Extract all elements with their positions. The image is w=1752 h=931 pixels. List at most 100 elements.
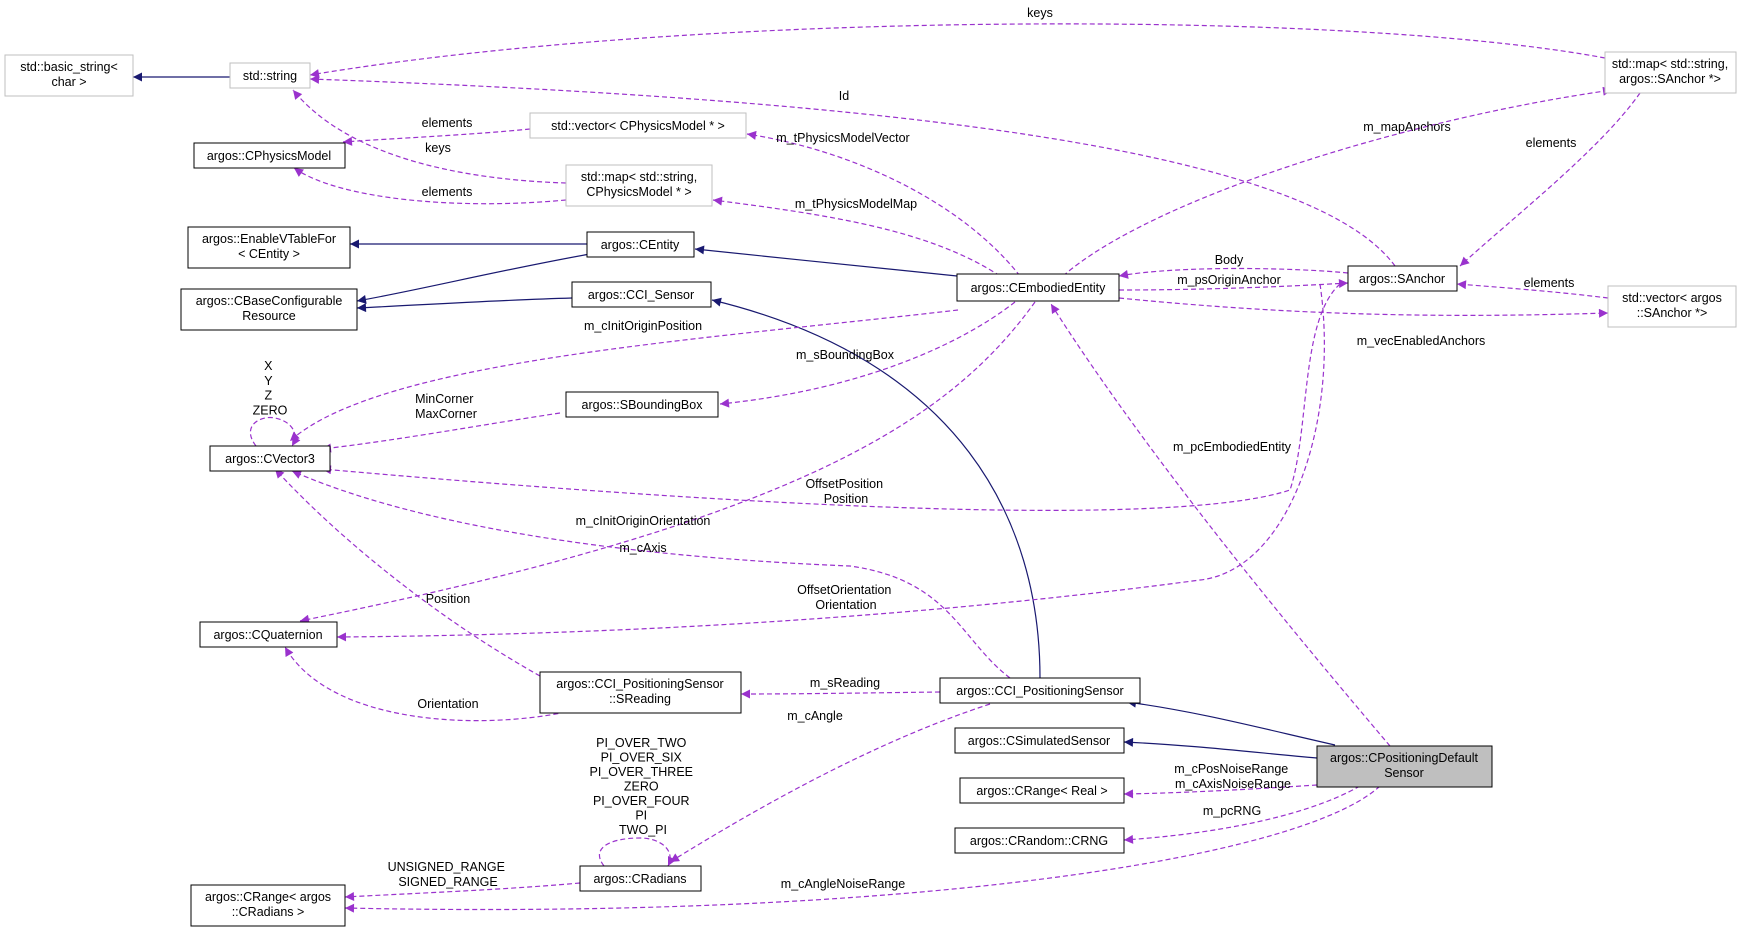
- edge-label: UNSIGNED_RANGE SIGNED_RANGE: [388, 860, 509, 889]
- edge-body: Body: [1118, 253, 1349, 279]
- edge-label: m_cAngle: [787, 709, 843, 723]
- edge-enabled-anchors: m_vecEnabledAnchors: [1118, 297, 1609, 348]
- edge-offset-pos: OffsetPosition Position: [321, 283, 1341, 511]
- edge-label: m_pcRNG: [1203, 804, 1261, 818]
- node-enable-vtable[interactable]: argos::EnableVTableFor< CEntity >: [187, 226, 351, 269]
- svg-text:std::basic_string<char >: std::basic_string<char >: [20, 60, 118, 89]
- edge-label: m_cAxis: [619, 541, 666, 555]
- edge-noise-range: m_cPosNoiseRange m_cAxisNoiseRange: [1123, 762, 1318, 799]
- svg-text:argos::CEmbodiedEntity: argos::CEmbodiedEntity: [971, 281, 1107, 295]
- edge-axis: m_cAxis: [291, 470, 1011, 679]
- node-physics-model[interactable]: argos::CPhysicsModel: [193, 142, 346, 169]
- edge-unsigned-signed: UNSIGNED_RANGE SIGNED_RANGE: [344, 860, 581, 902]
- svg-text:argos::CCI_PositioningSensor::: argos::CCI_PositioningSensor::SReading: [556, 677, 723, 706]
- edge-label: keys: [1027, 6, 1053, 20]
- node-simulated-sensor[interactable]: argos::CSimulatedSensor: [954, 727, 1125, 754]
- edge-phys-map: m_tPhysicsModelMap: [712, 196, 1001, 277]
- svg-text:argos::SAnchor: argos::SAnchor: [1359, 272, 1445, 286]
- edge-label: m_sReading: [810, 676, 880, 690]
- edges-layer: keys Id elements keys elements m_mapAnch…: [133, 6, 1641, 913]
- svg-text:std::map< std::string,CPhysics: std::map< std::string,CPhysicsModel * >: [581, 170, 697, 199]
- node-quaternion[interactable]: argos::CQuaternion: [199, 621, 338, 648]
- node-random-crng[interactable]: argos::CRandom::CRNG: [954, 827, 1125, 854]
- edge-rng: m_pcRNG: [1123, 785, 1361, 844]
- edge-label: X Y Z ZERO: [253, 359, 288, 417]
- svg-text:argos::CCI_Sensor: argos::CCI_Sensor: [588, 288, 694, 302]
- edge-id: Id: [309, 74, 1396, 267]
- node-range-radians[interactable]: argos::CRange< argos::CRadians >: [190, 884, 346, 927]
- svg-text:std::string: std::string: [243, 69, 297, 83]
- edge-label: m_pcEmbodiedEntity: [1173, 440, 1292, 454]
- node-vector-anchor[interactable]: std::vector< argos::SAnchor *>: [1607, 285, 1737, 328]
- svg-text:std::map< std::string,argos::S: std::map< std::string,argos::SAnchor *>: [1612, 57, 1728, 86]
- svg-text:std::vector< CPhysicsModel * >: std::vector< CPhysicsModel * >: [551, 119, 725, 133]
- svg-text:argos::SBoundingBox: argos::SBoundingBox: [582, 398, 704, 412]
- edge-label: MinCorner MaxCorner: [415, 392, 477, 421]
- node-range-real[interactable]: argos::CRange< Real >: [959, 777, 1125, 804]
- svg-text:argos::CSimulatedSensor: argos::CSimulatedSensor: [968, 734, 1110, 748]
- edge-focus-to-simulated: [1123, 737, 1318, 759]
- edge-label: m_vecEnabledAnchors: [1357, 334, 1486, 348]
- edge-label: m_sBoundingBox: [796, 348, 895, 362]
- edge-origin-anchor: m_psOriginAnchor: [1118, 273, 1349, 291]
- edge-phys-vec: m_tPhysicsModelVector: [746, 130, 1021, 277]
- svg-text:argos::CRadians: argos::CRadians: [593, 872, 686, 886]
- node-map-physics-model[interactable]: std::map< std::string,CPhysicsModel * >: [565, 164, 713, 207]
- node-vector3[interactable]: argos::CVector3: [209, 445, 331, 472]
- node-radians[interactable]: argos::CRadians: [579, 865, 702, 892]
- edge-init-orient: m_cInitOriginOrientation: [299, 301, 1036, 624]
- edge-cci-pos-to-cci-sensor: [711, 297, 1041, 679]
- edge-label: m_cPosNoiseRange m_cAxisNoiseRange: [1174, 762, 1291, 791]
- svg-text:argos::CRandom::CRNG: argos::CRandom::CRNG: [970, 834, 1108, 848]
- node-centity[interactable]: argos::CEntity: [586, 231, 695, 258]
- edge-label: m_cInitOriginPosition: [584, 319, 702, 333]
- node-vector-physics-model[interactable]: std::vector< CPhysicsModel * >: [529, 112, 747, 139]
- edge-keys-top: keys: [309, 6, 1606, 78]
- node-std-string[interactable]: std::string: [229, 62, 311, 89]
- svg-text:std::vector< argos::SAnchor *>: std::vector< argos::SAnchor *>: [1622, 291, 1722, 320]
- svg-text:argos::CQuaternion: argos::CQuaternion: [213, 628, 322, 642]
- edge-map-anchors: m_mapAnchors: [1062, 86, 1613, 277]
- node-sanchor[interactable]: argos::SAnchor: [1347, 265, 1458, 292]
- edge-label: Body: [1215, 253, 1244, 267]
- svg-text:argos::CVector3: argos::CVector3: [225, 452, 315, 466]
- node-cci-positioning-sensor[interactable]: argos::CCI_PositioningSensor: [939, 677, 1141, 704]
- edge-label: elements: [422, 185, 473, 199]
- edge-label: elements: [422, 116, 473, 130]
- edge-init-pos: m_cInitOriginPosition: [289, 309, 959, 442]
- edge-label: m_psOriginAnchor: [1177, 273, 1281, 287]
- edge-focus-to-cci-pos: [1126, 698, 1336, 746]
- edge-label: Orientation: [417, 697, 478, 711]
- node-map-anchor[interactable]: std::map< std::string,argos::SAnchor *>: [1604, 51, 1737, 94]
- svg-text:argos::CPhysicsModel: argos::CPhysicsModel: [207, 149, 331, 163]
- edge-label: m_cInitOriginOrientation: [576, 514, 711, 528]
- svg-text:argos::CRange< argos::CRadians: argos::CRange< argos::CRadians >: [205, 890, 331, 919]
- edge-label: m_mapAnchors: [1363, 120, 1451, 134]
- edge-label: m_tPhysicsModelMap: [795, 197, 917, 211]
- edge-elements-vec-pm: elements: [342, 116, 531, 146]
- edge-label: Id: [839, 89, 849, 103]
- edge-offset-orient: OffsetOrientation Orientation: [336, 283, 1325, 642]
- edge-label: elements: [1524, 276, 1575, 290]
- svg-text:argos::CEntity: argos::CEntity: [601, 238, 680, 252]
- edge-angle-noise: m_cAngleNoiseRange: [344, 785, 1381, 913]
- svg-text:argos::EnableVTableFor< CEntit: argos::EnableVTableFor< CEntity >: [202, 232, 336, 261]
- edge-bbox: m_sBoundingBox: [719, 301, 1016, 408]
- edge-label: m_tPhysicsModelVector: [776, 131, 909, 145]
- edge-label: elements: [1526, 136, 1577, 150]
- node-cci-sensor[interactable]: argos::CCI_Sensor: [571, 281, 712, 308]
- node-basic-string[interactable]: std::basic_string<char >: [4, 54, 134, 97]
- edge-reading: m_sReading: [740, 676, 941, 699]
- edge-elements-map-pm: elements: [293, 167, 567, 205]
- node-bounding-box[interactable]: argos::SBoundingBox: [565, 391, 719, 418]
- edge-centity-to-base-config: [356, 253, 591, 304]
- edge-angle: m_cAngle: [669, 703, 991, 863]
- edge-elements-map-anchor: elements: [1459, 92, 1641, 267]
- node-sreading[interactable]: argos::CCI_PositioningSensor::SReading: [539, 671, 742, 714]
- node-embodied-entity[interactable]: argos::CEmbodiedEntity: [956, 273, 1120, 302]
